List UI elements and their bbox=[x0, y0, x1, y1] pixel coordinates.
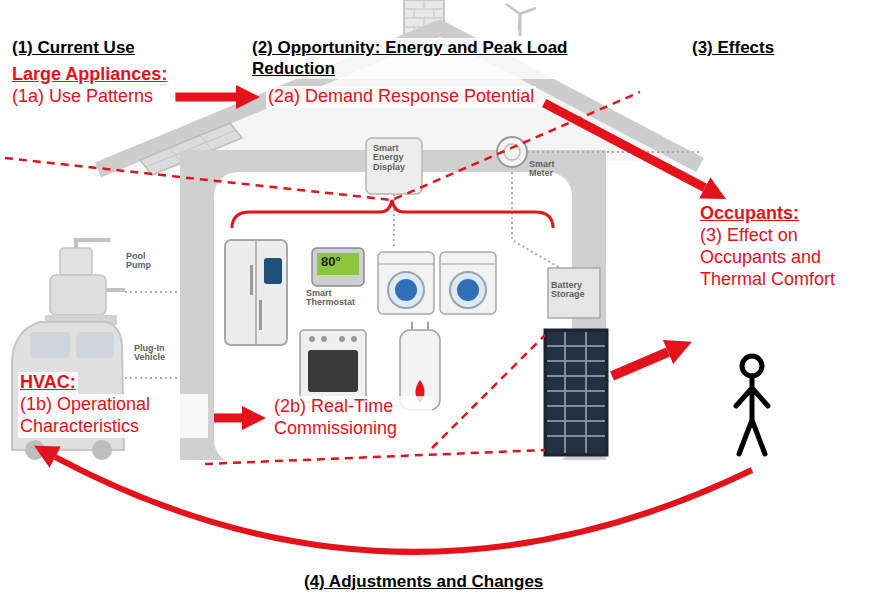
oven bbox=[351, 336, 357, 342]
group-heading: Large Appliances: bbox=[10, 64, 169, 86]
dryer bbox=[440, 252, 496, 314]
group-text: (1b) Operational Characteristics bbox=[18, 394, 208, 438]
oven bbox=[321, 336, 327, 342]
washer bbox=[378, 263, 434, 265]
washer bbox=[378, 252, 434, 314]
wind-turbine bbox=[506, 4, 536, 36]
icon-label: Smart Thermostat bbox=[306, 289, 366, 308]
text-group: (2b) Real-Time Commissioning bbox=[272, 396, 432, 440]
flow-arrow bbox=[55, 457, 752, 552]
washer bbox=[378, 252, 434, 314]
thermostat-reading: 80° bbox=[321, 255, 341, 270]
text-group: (2a) Demand Response Potential bbox=[266, 86, 536, 108]
plug-in-vehicle bbox=[92, 440, 112, 460]
smart-thermostat bbox=[317, 253, 359, 275]
flow-arrow bbox=[544, 103, 705, 188]
dashed-guide-line bbox=[5, 92, 640, 464]
section-heading: (1) Current Use bbox=[10, 38, 137, 59]
window bbox=[547, 332, 605, 453]
section-heading: (2) Opportunity: Energy and Peak Load Re… bbox=[250, 38, 649, 79]
oven bbox=[339, 336, 345, 342]
text-group: Occupants:(3) Effect on Occupants and Th… bbox=[698, 203, 870, 468]
washer bbox=[395, 279, 417, 301]
group-text: (2b) Real-Time Commissioning bbox=[272, 396, 432, 440]
house-walls bbox=[180, 150, 606, 464]
dryer bbox=[457, 279, 479, 301]
oven bbox=[300, 330, 366, 402]
pool-pump bbox=[50, 275, 106, 315]
window bbox=[545, 330, 607, 455]
plug-in-vehicle bbox=[12, 322, 124, 460]
smart-thermostat bbox=[312, 248, 364, 286]
dryer bbox=[440, 252, 496, 314]
wind-turbine bbox=[506, 4, 536, 30]
flow-arrow bbox=[175, 92, 236, 101]
smart-energy-display bbox=[366, 138, 422, 194]
group-text: (1a) Use Patterns bbox=[10, 86, 155, 108]
plug-in-vehicle bbox=[30, 332, 70, 358]
icon-label: Plug-In Vehicle bbox=[134, 344, 178, 363]
text-group: HVAC:(1b) Operational Characteristics bbox=[18, 372, 208, 438]
flow-arrow bbox=[214, 413, 242, 422]
washer bbox=[388, 272, 424, 308]
smart-thermostat bbox=[312, 248, 364, 286]
refrigerator bbox=[255, 240, 257, 345]
pool-pump bbox=[45, 240, 125, 325]
refrigerator bbox=[259, 300, 262, 330]
smart-energy-display bbox=[366, 138, 422, 194]
plug-in-vehicle bbox=[76, 332, 114, 358]
effect-arrow bbox=[612, 352, 668, 376]
group-text: (2a) Demand Response Potential bbox=[266, 86, 536, 108]
plug-in-vehicle bbox=[25, 440, 45, 460]
oven bbox=[308, 350, 358, 392]
battery-storage bbox=[548, 268, 600, 318]
water-heater bbox=[412, 322, 428, 330]
occupant-figure bbox=[736, 376, 768, 454]
text-group: Large Appliances:(1a) Use Patterns bbox=[10, 64, 169, 108]
section-heading: (3) Effects bbox=[690, 38, 776, 59]
dashed-guide-line bbox=[5, 92, 640, 464]
section-heading: (4) Adjustments and Changes bbox=[302, 572, 545, 593]
oven bbox=[300, 330, 366, 402]
occupant-figure bbox=[736, 356, 768, 454]
effect-arrow bbox=[612, 352, 668, 376]
group-heading: HVAC: bbox=[18, 372, 78, 394]
pool-pump bbox=[76, 240, 125, 290]
refrigerator bbox=[225, 240, 287, 345]
icon-label: Battery Storage bbox=[551, 281, 597, 300]
oven bbox=[309, 336, 315, 342]
appliance-brace bbox=[232, 200, 553, 228]
icon-label: Smart Energy Display bbox=[373, 144, 417, 172]
window bbox=[545, 330, 607, 455]
refrigerator bbox=[225, 240, 287, 345]
dryer bbox=[450, 272, 486, 308]
appliance-brace bbox=[232, 200, 553, 228]
dryer bbox=[440, 263, 496, 265]
refrigerator bbox=[264, 258, 282, 284]
group-text: (3) Effect on Occupants and Thermal Comf… bbox=[698, 225, 870, 291]
occupant-figure bbox=[742, 356, 762, 376]
pool-pump bbox=[60, 248, 92, 276]
refrigerator bbox=[250, 265, 253, 295]
icon-label: Pool Pump bbox=[126, 252, 168, 271]
icon-label: Smart Meter bbox=[529, 160, 565, 179]
group-heading: Occupants: bbox=[698, 203, 801, 225]
battery-storage bbox=[548, 268, 600, 318]
